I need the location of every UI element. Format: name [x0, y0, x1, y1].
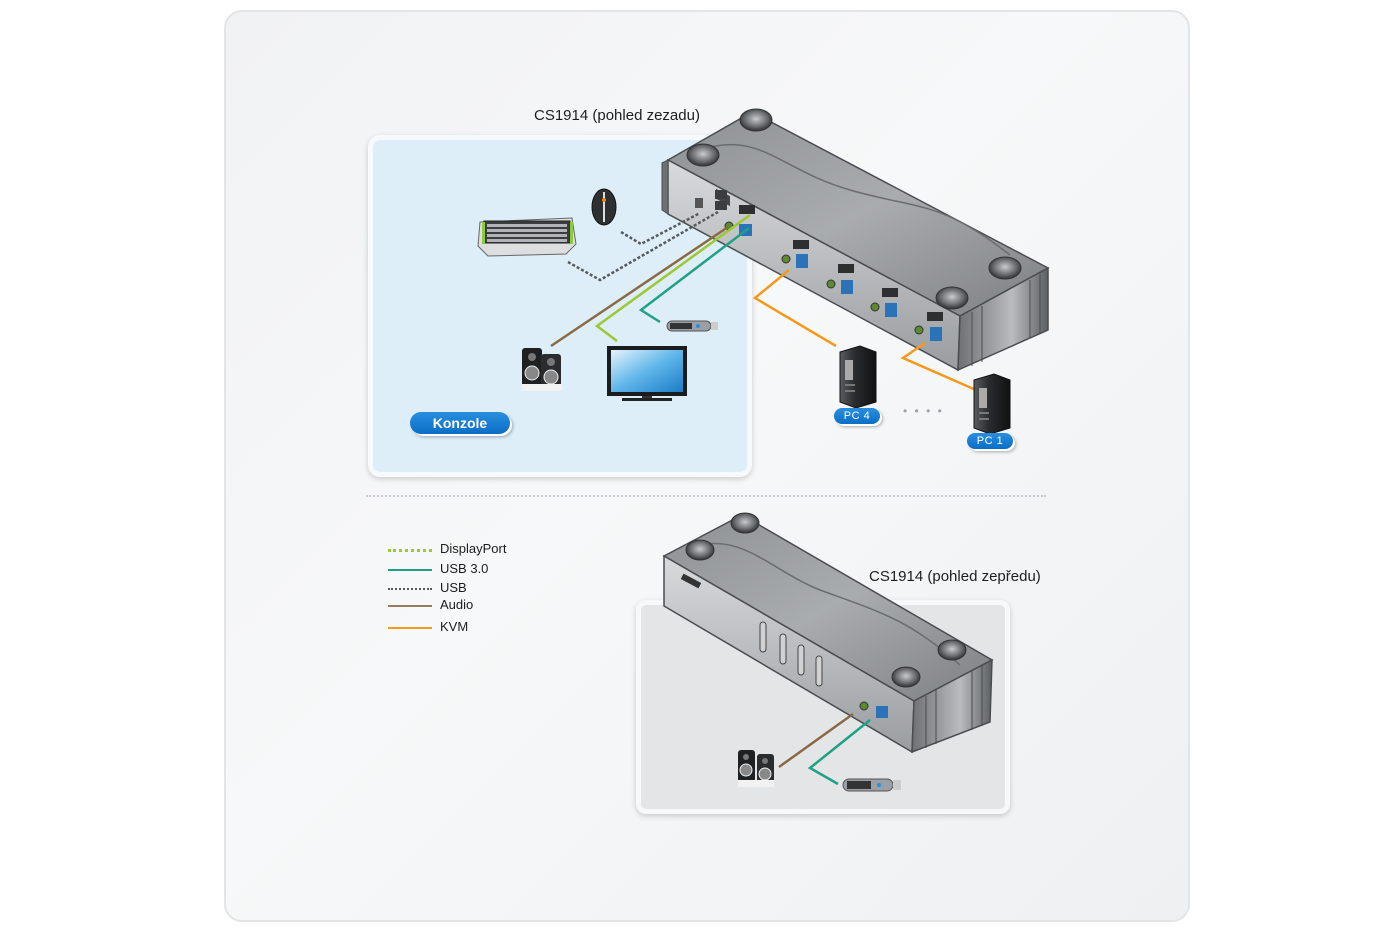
legend-label: USB 3.0 [440, 560, 489, 576]
pc-port-group [826, 264, 854, 294]
pc1-tower-icon [973, 373, 1011, 435]
rubber-foot [686, 143, 720, 167]
console-label: Konzole [410, 412, 510, 434]
pc1-label: PC 1 [967, 433, 1013, 449]
legend-label: Audio [440, 596, 474, 612]
rubber-foot [935, 286, 969, 310]
rubber-foot [988, 256, 1022, 280]
rubber-foot [937, 639, 967, 661]
legend-label: USB [440, 580, 467, 595]
legend-swatch [388, 588, 432, 590]
pc-port-group [781, 240, 809, 268]
speakers-icon [522, 348, 562, 391]
front-cable-usb3 [807, 719, 871, 786]
legend-swatch [388, 604, 432, 607]
pc4-tower-icon [839, 345, 877, 409]
pc4-label: PC 4 [834, 408, 880, 424]
more-pcs-ellipsis: • • • • [903, 404, 944, 418]
kvm-switch-front [662, 512, 994, 754]
rubber-foot [739, 108, 773, 132]
keyboard-icon [477, 217, 577, 257]
rubber-foot [891, 666, 921, 688]
front-usb-drive-icon [842, 778, 901, 792]
cable-displayport [594, 213, 751, 342]
rubber-foot [685, 539, 715, 561]
port-button-2 [779, 633, 787, 665]
cable-usb-mouse [620, 211, 701, 246]
front-view-title: CS1914 (pohled zepředu) [869, 568, 1041, 585]
legend-swatch [388, 627, 432, 629]
section-divider [366, 495, 1046, 497]
cable-kvm-pc4 [752, 269, 837, 348]
front-speakers-icon [738, 750, 774, 787]
port-button-4 [815, 655, 823, 687]
rear-view-title: CS1914 (pohled zezadu) [534, 107, 700, 124]
monitor-icon [607, 346, 687, 401]
rubber-foot [730, 512, 760, 534]
cable-kvm-pc1 [900, 341, 977, 392]
legend-swatch [388, 568, 432, 571]
cable-audio [550, 225, 729, 348]
legend-label: DisplayPort [440, 541, 507, 556]
kvm-switch-rear [661, 108, 1050, 372]
front-cable-audio [778, 712, 854, 769]
pc-port-group [870, 288, 898, 317]
legend-swatch [388, 549, 432, 552]
cable-usb-keyboard [567, 210, 719, 282]
mouse-icon [591, 188, 617, 226]
cable-usb3 [638, 227, 750, 324]
usb-drive-icon [666, 320, 718, 332]
port-button-1 [759, 621, 767, 653]
legend-label: KVM [440, 619, 469, 634]
pc-port-group [914, 312, 943, 341]
port-button-3 [797, 644, 805, 676]
